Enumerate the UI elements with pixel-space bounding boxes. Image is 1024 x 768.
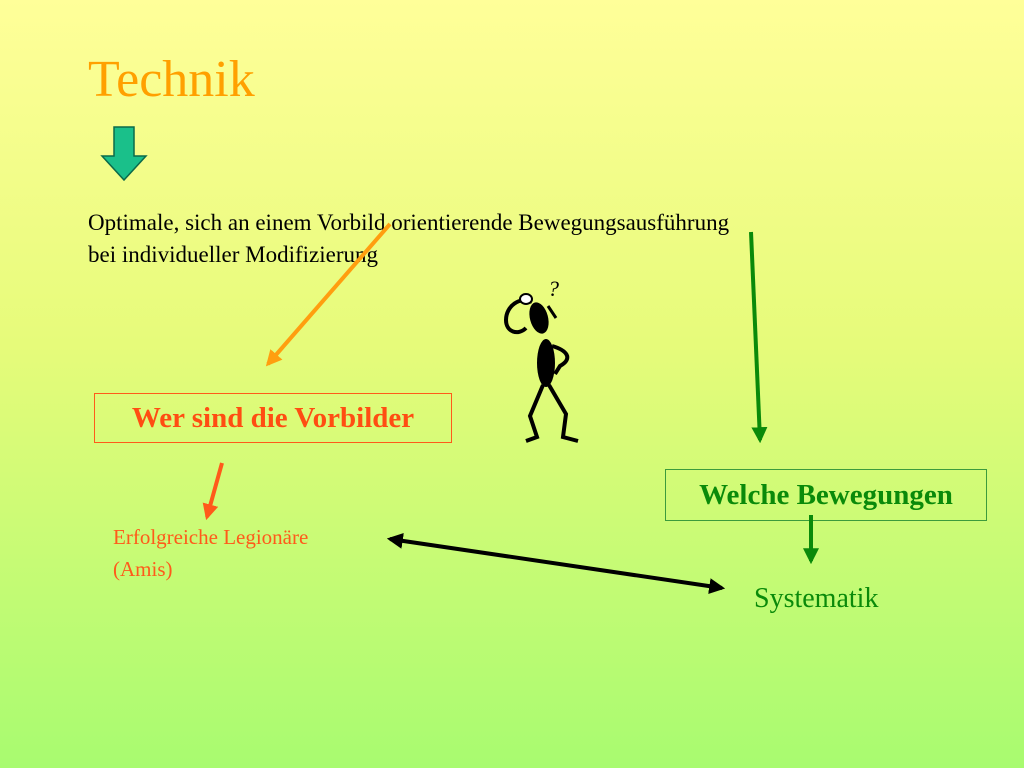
arrow-to-legionaere xyxy=(202,462,224,521)
legionaere-line-2: (Amis) xyxy=(113,557,173,581)
legionaere-line-1: Erfolgreiche Legionäre xyxy=(113,525,309,549)
slide-title: Technik xyxy=(88,51,255,108)
definition-text: Optimale, sich an einem Vorbild orientie… xyxy=(88,207,729,271)
thinking-figure-icon xyxy=(503,293,579,443)
question-mark: ? xyxy=(548,276,559,301)
arrow-to-vorbilder xyxy=(265,222,392,367)
systematik-text: Systematik xyxy=(754,583,879,614)
definition-line-2: bei individueller Modifizierung xyxy=(88,242,378,267)
bewegungen-box: Welche Bewegungen xyxy=(665,469,987,521)
down-arrow-icon xyxy=(100,126,148,182)
vorbilder-box: Wer sind die Vorbilder xyxy=(94,393,452,443)
double-arrow-connection xyxy=(386,532,726,595)
legionaere-text: Erfolgreiche Legionäre (Amis) xyxy=(113,521,308,585)
arrow-to-bewegungen xyxy=(749,231,768,444)
definition-line-1: Optimale, sich an einem Vorbild orientie… xyxy=(88,210,730,235)
